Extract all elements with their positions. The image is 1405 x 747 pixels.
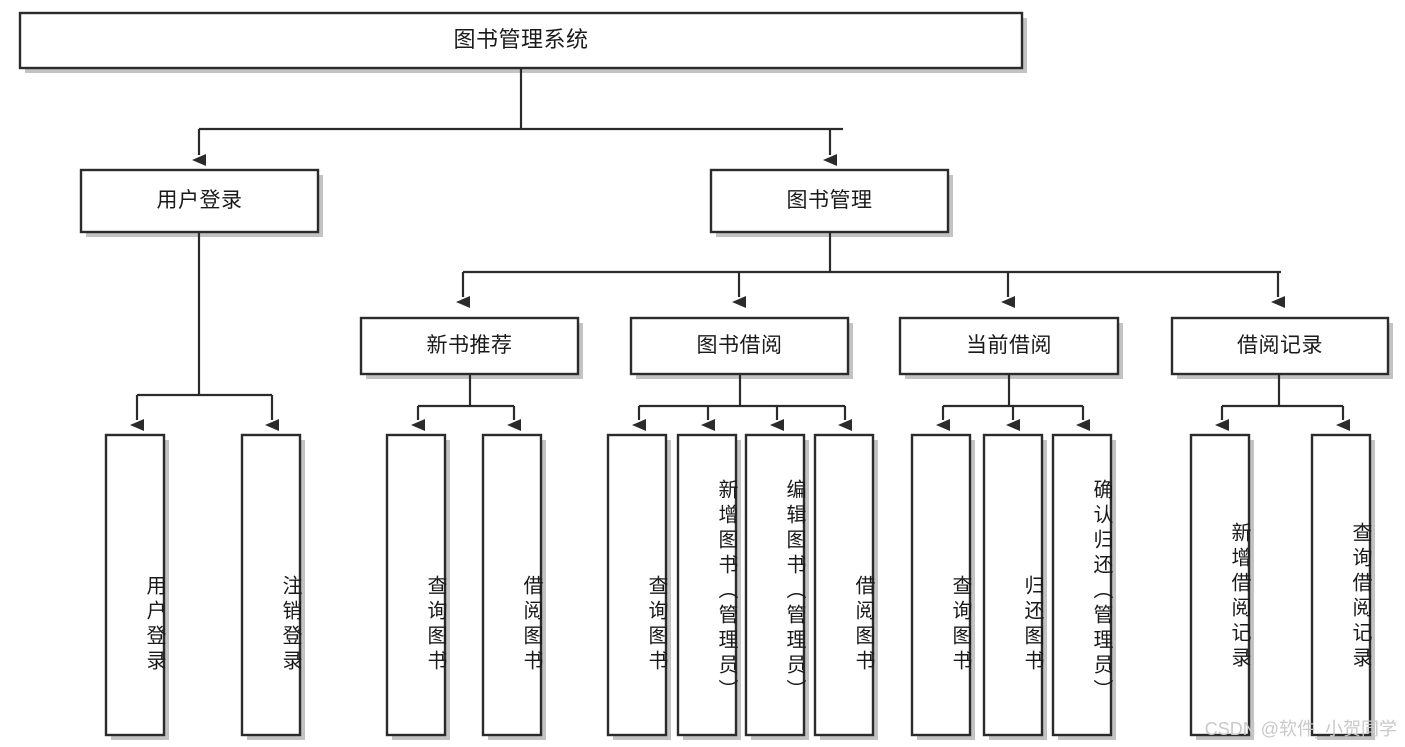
leaf-box[interactable] bbox=[1310, 433, 1372, 737]
leaf-box[interactable] bbox=[744, 433, 806, 737]
connector-lines bbox=[130, 68, 1350, 431]
leaf-box[interactable] bbox=[910, 433, 972, 737]
node-boxes bbox=[18, 11, 1390, 737]
node-root-box[interactable] bbox=[18, 11, 1024, 70]
leaf-box[interactable] bbox=[676, 433, 738, 737]
node-current-borrow-box[interactable] bbox=[898, 316, 1120, 376]
node-borrow-record-box[interactable] bbox=[1170, 316, 1390, 376]
node-book-borrow-box[interactable] bbox=[629, 316, 850, 376]
leaf-box[interactable] bbox=[606, 433, 668, 737]
leaf-box[interactable] bbox=[385, 433, 447, 737]
leaf-box[interactable] bbox=[240, 433, 302, 737]
leaf-box[interactable] bbox=[813, 433, 875, 737]
node-user-login-box[interactable] bbox=[79, 168, 320, 234]
leaf-box[interactable] bbox=[1189, 433, 1251, 737]
leaf-box[interactable] bbox=[104, 433, 166, 737]
leaf-box[interactable] bbox=[1051, 433, 1113, 737]
leaf-box[interactable] bbox=[982, 433, 1044, 737]
node-new-book-recommend-box[interactable] bbox=[359, 316, 580, 376]
node-book-management-box[interactable] bbox=[709, 168, 950, 234]
leaf-box[interactable] bbox=[481, 433, 543, 737]
